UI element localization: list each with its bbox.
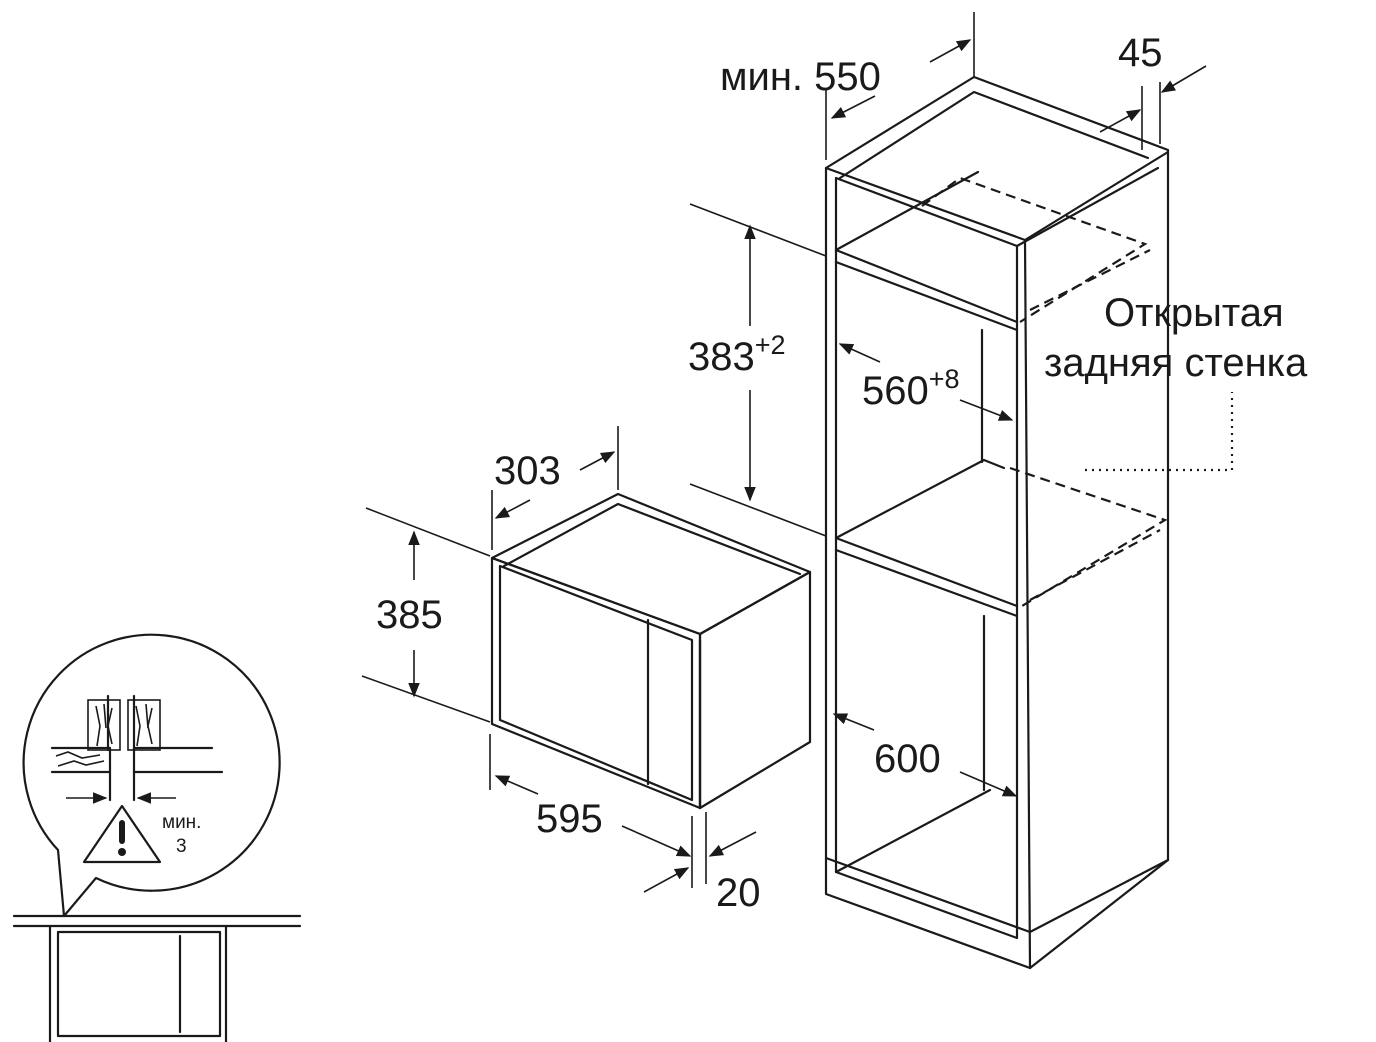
- dimension-lines: [361, 12, 1207, 893]
- detail-bubble: [22, 633, 281, 918]
- gap-value-label: 3: [176, 836, 187, 857]
- device-depth-label: 303: [494, 449, 561, 493]
- dimension-labels: мин. 550 45 383+2 560+8 600 303 385 595 …: [376, 31, 1308, 915]
- device-height-label: 385: [376, 593, 443, 637]
- detail-inset: мин. 3: [12, 633, 302, 1042]
- front-offset-label: 20: [716, 871, 761, 915]
- device-width-label: 595: [536, 797, 603, 841]
- cabinet-drawing: [824, 75, 1234, 970]
- warning-icon: [82, 804, 162, 864]
- niche-width-label: 560+8: [862, 364, 960, 413]
- min-depth-label: мин. 550: [720, 55, 881, 99]
- open-back-label-line2: задняя стенка: [1044, 341, 1308, 385]
- gap-prefix-label: мин.: [162, 812, 201, 833]
- cabinet-width-label: 600: [874, 737, 941, 781]
- niche-height-label: 383+2: [688, 330, 786, 379]
- open-back-label-line1: Открытая: [1104, 291, 1284, 335]
- microwave-drawing: [490, 492, 812, 810]
- rear-gap-label: 45: [1118, 31, 1163, 75]
